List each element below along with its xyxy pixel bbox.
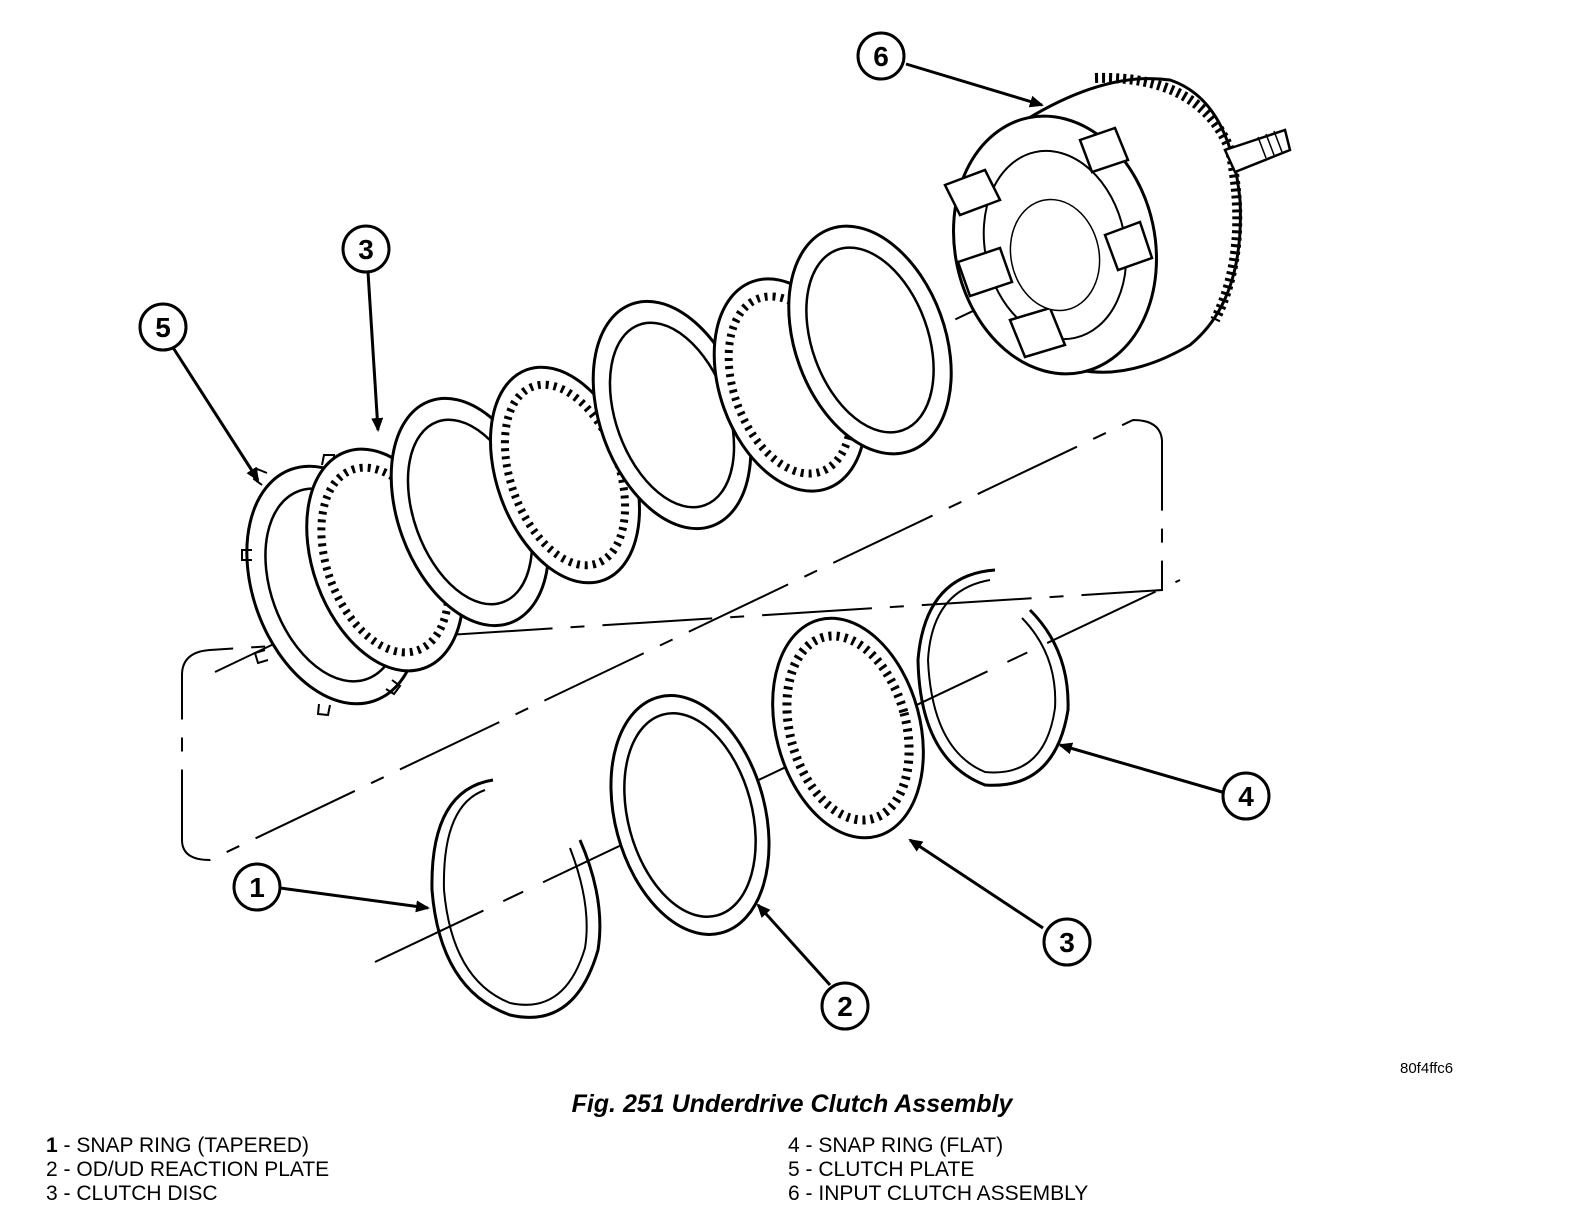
legend-separator: - xyxy=(57,1182,77,1205)
callout-3-upper-label: 3 xyxy=(358,234,374,265)
legend-number: 3 xyxy=(46,1182,58,1205)
legend-item-2: 2 - OD/UD REACTION PLATE xyxy=(46,1158,329,1182)
legend-separator: - xyxy=(57,1134,77,1157)
legend-left-column: 1 - SNAP RING (TAPERED)2 - OD/UD REACTIO… xyxy=(46,1134,329,1206)
legend-separator: - xyxy=(57,1158,77,1181)
legend-text: CLUTCH DISC xyxy=(76,1182,218,1205)
legend-item-1: 1 - SNAP RING (TAPERED) xyxy=(46,1134,329,1158)
legend-number: 6 xyxy=(788,1182,800,1205)
lower-parts xyxy=(430,568,1070,1019)
legend-number: 4 xyxy=(788,1134,800,1157)
callout-3-lower-label: 3 xyxy=(1059,927,1075,958)
input-clutch-assembly-drawing xyxy=(943,72,1292,376)
legend-separator: - xyxy=(799,1134,819,1157)
reaction-plate-drawing xyxy=(609,694,771,936)
legend-item-5: 5 - CLUTCH PLATE xyxy=(788,1158,1088,1182)
legend-item-6: 6 - INPUT CLUTCH ASSEMBLY xyxy=(788,1182,1088,1206)
callout-1: 1 xyxy=(232,862,282,912)
legend-separator: - xyxy=(799,1182,819,1205)
snap-ring-flat-drawing xyxy=(916,568,1070,787)
callout-3-upper: 3 xyxy=(341,224,391,274)
callout-1-label: 1 xyxy=(249,872,265,903)
callout-6: 6 xyxy=(856,31,906,81)
callout-2: 2 xyxy=(820,981,870,1031)
figure-caption: Fig. 251 Underdrive Clutch Assembly xyxy=(571,1090,1013,1118)
assembly-bracket xyxy=(181,418,1163,862)
legend-text: SNAP RING (TAPERED) xyxy=(76,1134,309,1157)
callout-4-label: 4 xyxy=(1238,781,1254,812)
legend-number: 1 xyxy=(46,1134,58,1157)
callout-5: 5 xyxy=(138,302,188,352)
legend-separator: - xyxy=(799,1158,819,1181)
centerline-lower xyxy=(374,579,1181,963)
callout-4: 4 xyxy=(1221,771,1271,821)
figure-id-code: 80f4ffc6 xyxy=(1400,1060,1454,1077)
clutch-plate-d-drawing xyxy=(787,224,953,456)
legend-number: 2 xyxy=(46,1158,58,1181)
legend-text: INPUT CLUTCH ASSEMBLY xyxy=(818,1182,1089,1205)
legend-item-3: 3 - CLUTCH DISC xyxy=(46,1182,329,1206)
upper-clutch-pack xyxy=(241,224,953,717)
legend-text: CLUTCH PLATE xyxy=(818,1158,975,1181)
legend-text: SNAP RING (FLAT) xyxy=(818,1134,1004,1157)
legend-item-4: 4 - SNAP RING (FLAT) xyxy=(788,1134,1088,1158)
legend-number: 5 xyxy=(788,1158,800,1181)
callout-arrows xyxy=(170,62,1223,987)
snap-ring-tapered-drawing xyxy=(430,778,602,1019)
callout-5-label: 5 xyxy=(155,312,171,343)
callout-6-label: 6 xyxy=(873,41,889,72)
callout-3-lower: 3 xyxy=(1042,917,1092,967)
clutch-disc-3-lower-drawing xyxy=(771,616,925,840)
callout-2-label: 2 xyxy=(837,991,853,1022)
legend-text: OD/UD REACTION PLATE xyxy=(76,1158,330,1181)
